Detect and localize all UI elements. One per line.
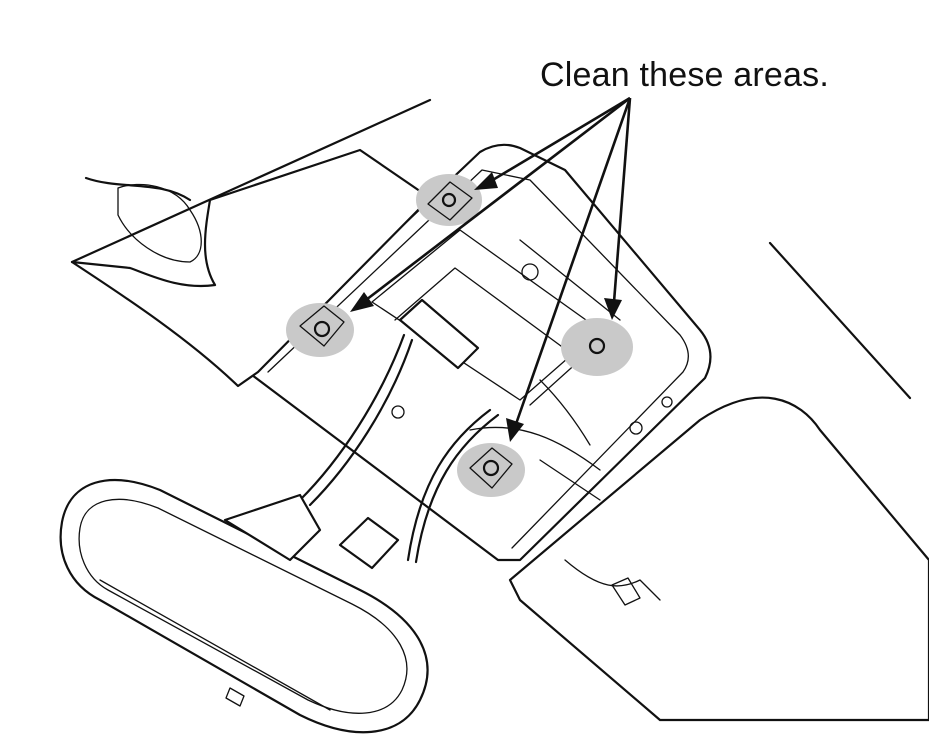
highlight-lower-mount (457, 443, 525, 497)
headliner-right (508, 396, 929, 722)
mirror-wiring (298, 298, 500, 570)
callout-label: Clean these areas. (540, 56, 829, 94)
highlight-left-mount (286, 303, 354, 357)
mount-tabs (299, 181, 606, 489)
highlight-upper-left-mount (416, 174, 482, 226)
mounting-base-plate (246, 143, 712, 562)
rearview-mirror (59, 478, 429, 734)
leader-arrows (350, 96, 632, 442)
headliner-left (70, 148, 432, 388)
highlight-right-mount (561, 318, 633, 376)
